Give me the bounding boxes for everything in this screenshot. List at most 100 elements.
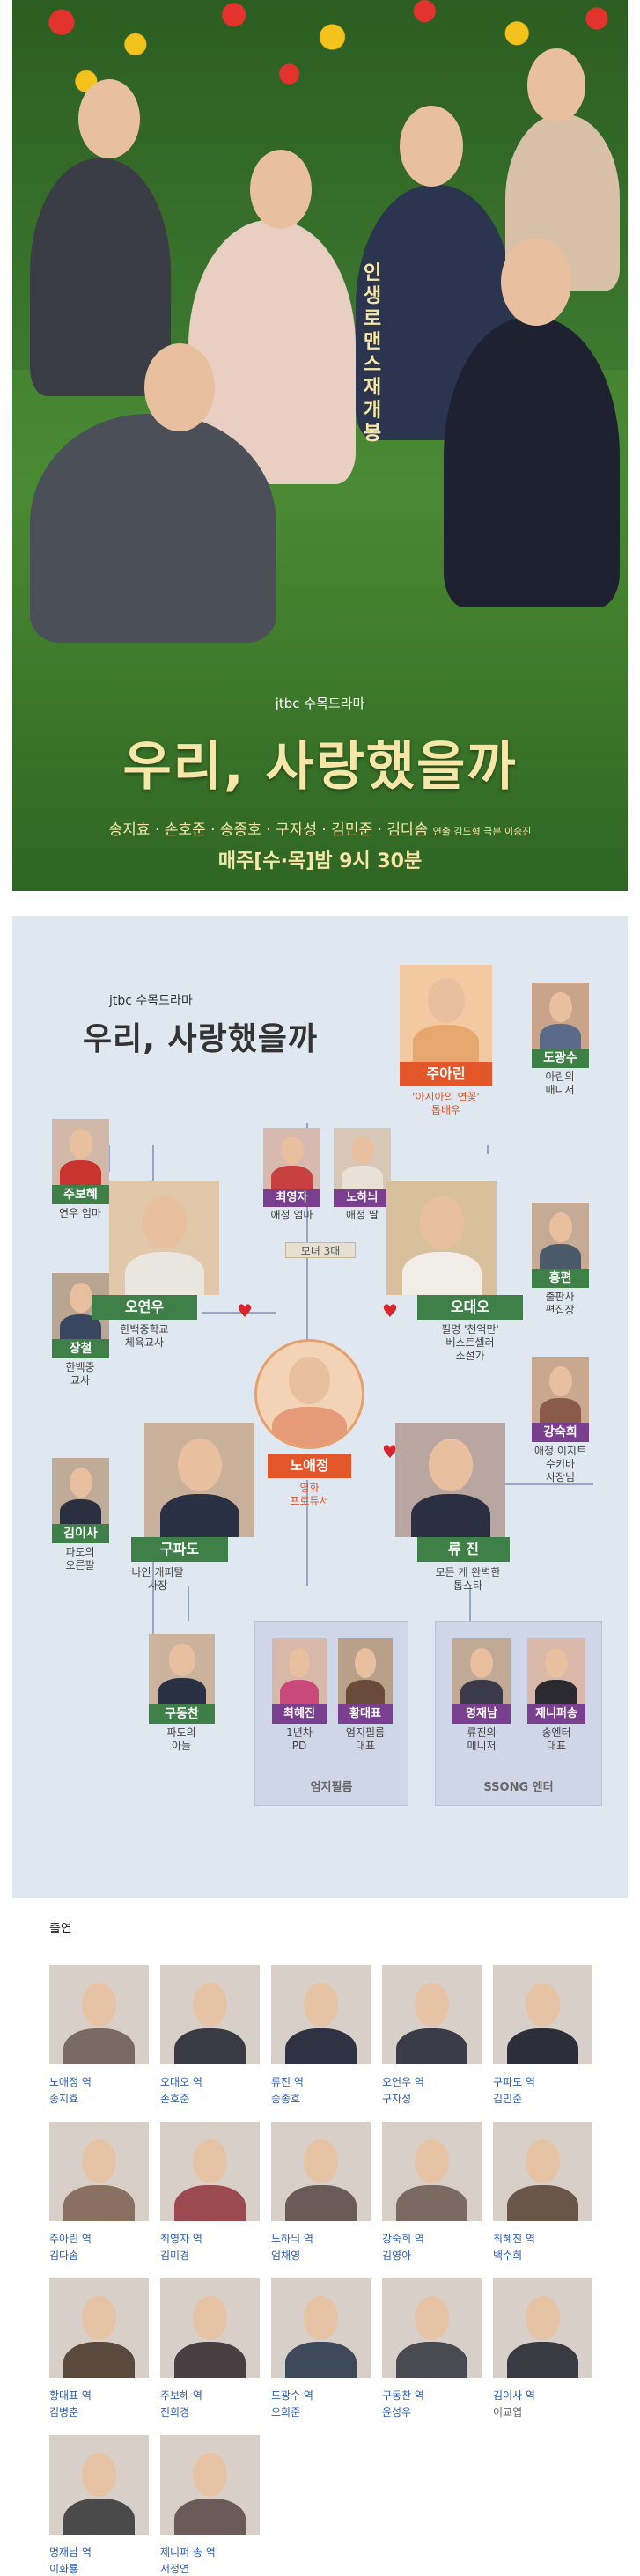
desc-jang-chul: 한백중 교사 [65,1361,95,1387]
card-noh-aejeong [254,1339,364,1449]
cast-role[interactable]: 최영자 역 [160,2233,202,2245]
cast-role[interactable]: 황대표 역 [49,2389,92,2402]
cast-actor[interactable]: 서정연 [160,2563,190,2575]
card-ryu-jin [395,1423,505,1537]
cast-role[interactable]: 최혜진 역 [493,2233,535,2245]
name-hwang-daepyo: 황대표 [338,1704,393,1724]
cast-photo[interactable] [493,1965,592,2064]
actor-face-3 [400,106,463,187]
cast-photo[interactable] [49,1965,149,2064]
card-joo-bohye [52,1119,109,1185]
desc-do-kwangsoo: 아린의 매니저 [545,1071,575,1096]
cast-photo[interactable] [382,2278,482,2378]
cast-role[interactable]: 도광수 역 [271,2389,313,2402]
cast-role[interactable]: 오연우 역 [382,2076,424,2088]
cast-role[interactable]: 명재남 역 [49,2546,92,2558]
name-myeong-jaenam: 명재남 [452,1704,511,1724]
cast-role[interactable]: 제니퍼 송 역 [160,2546,216,2558]
cast-role[interactable]: 노애정 역 [49,2076,92,2088]
cast-actor[interactable]: 엄채영 [271,2249,301,2262]
cast-actor[interactable]: 김미경 [160,2249,190,2262]
desc-oh-daeo: 필명 '천억만' 베스트셀러 소설가 [441,1323,499,1362]
desc-choi-youngja: 애정 엄마 [270,1209,313,1221]
desc-gu-pado: 나인 캐피탈 사장 [131,1566,184,1592]
cast-actor[interactable]: 구자성 [382,2093,412,2105]
cast-actor[interactable]: 이화룡 [49,2563,79,2575]
cast-photo[interactable] [382,1965,482,2064]
cast-role[interactable]: 구파도 역 [493,2076,535,2088]
cast-photo[interactable] [493,2278,592,2378]
cast-role[interactable]: 구동찬 역 [382,2389,424,2402]
desc-joo-arin: '아시아의 연꽃' 톱배우 [412,1091,480,1116]
cast-photo[interactable] [160,2435,260,2535]
cast-photo[interactable] [160,2278,260,2378]
cast-role[interactable]: 강숙희 역 [382,2233,424,2245]
cast-actor[interactable]: 김민준 [493,2093,523,2105]
desc-ryu-jin: 모든 게 완벽한 톱스타 [435,1566,501,1592]
name-choi-hyejin: 최혜진 [272,1704,327,1724]
cast-actor[interactable]: 김다솜 [49,2249,79,2262]
cast-actor[interactable]: 김병춘 [49,2406,79,2418]
name-choi-youngja: 최영자 [263,1189,320,1207]
desc-myeong-jaenam: 류진의 매니저 [467,1726,497,1752]
cast-actor[interactable]: 오희준 [271,2406,301,2418]
cast-actor[interactable]: 백수희 [493,2249,523,2262]
diagram-broadcaster: jtbc 수목드라마 [109,994,193,1008]
cast-photo[interactable] [160,1965,260,2064]
card-hong-pyun [532,1203,589,1269]
actor-face-5 [144,343,215,431]
cast-role[interactable]: 오대오 역 [160,2076,202,2088]
cast-actor[interactable]: 송지효 [49,2093,79,2105]
cast-photo[interactable] [382,2122,482,2221]
card-choi-hyejin [272,1638,327,1704]
cast-photo[interactable] [271,1965,371,2064]
name-hong-pyun: 홍편 [532,1269,589,1288]
card-joo-arin [400,965,492,1062]
cast-actor[interactable]: 손호준 [160,2093,190,2105]
name-gu-dongchan: 구동찬 [149,1704,215,1724]
svg-text:♥: ♥ [237,1300,253,1321]
cast-photo[interactable] [271,2278,371,2378]
cast-actor[interactable]: 윤성우 [382,2406,412,2418]
cast-photo[interactable] [271,2122,371,2221]
name-ryu-jin: 류 진 [417,1537,510,1562]
card-oh-daeo [386,1181,497,1295]
cast-role[interactable]: 주보혜 역 [160,2389,202,2402]
cast-role[interactable]: 김이사 역 [493,2389,535,2402]
card-oh-yeonwoo [109,1181,219,1295]
actor-face-4 [527,48,585,122]
cast-photo[interactable] [49,2435,149,2535]
cast-role[interactable]: 주아린 역 [49,2233,92,2245]
cast-photo[interactable] [49,2278,149,2378]
cast-actor[interactable]: 진희경 [160,2406,190,2418]
label-mother-daughter: 모녀 3대 [285,1242,356,1258]
cast-role[interactable]: 류진 역 [271,2076,304,2088]
cast-photo[interactable] [49,2122,149,2221]
desc-oh-yeonwoo: 한백중학교 체육교사 [120,1323,169,1349]
label-umji-film: 엄지필름 [310,1781,353,1794]
cast-role[interactable]: 노하늬 역 [271,2233,313,2245]
card-myeong-jaenam [452,1638,511,1704]
name-kang-sukhee: 강숙희 [532,1423,589,1442]
cast-actor[interactable]: 김영아 [382,2249,412,2262]
cast-actor[interactable]: 송종호 [271,2093,301,2105]
cast-photo[interactable] [493,2122,592,2221]
cast-photo[interactable] [160,2122,260,2221]
